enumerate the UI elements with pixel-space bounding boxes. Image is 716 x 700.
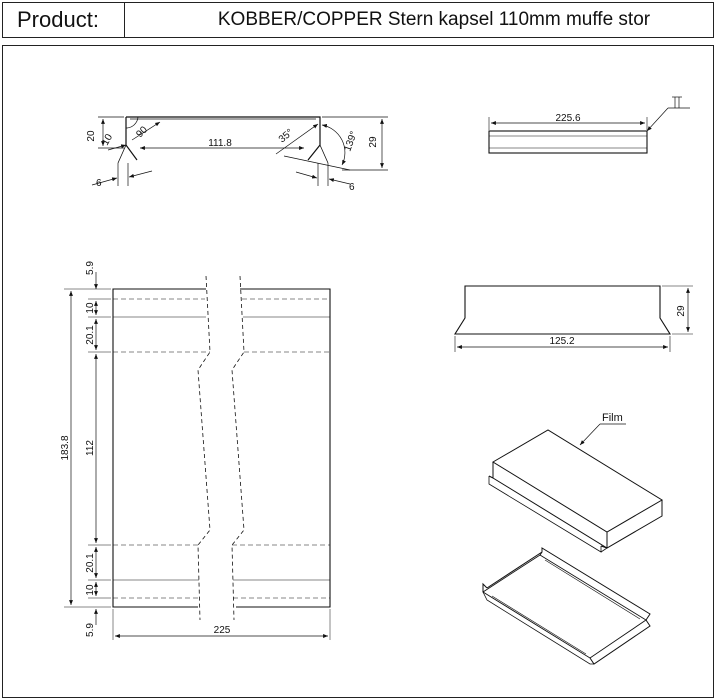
header-bar: Product: KOBBER/COPPER Stern kapsel 110m… [2,2,714,38]
product-label: Product: [3,3,125,37]
dim-flat-middle: 112 [85,440,96,456]
dim-flat-band4: 10 [85,584,96,596]
side-view [454,285,693,352]
dim-flat-width: 225 [214,625,231,636]
dim-profile-flange: 10 [100,132,115,148]
dim-flat-band3: 20.1 [85,553,96,573]
dim-top-length: 225.6 [555,113,580,124]
dim-gap-right: 6 [349,182,355,193]
dim-angle-139: 139° [342,130,359,153]
dim-angle-90: 90 [134,124,150,140]
iso-view-tray [482,547,651,665]
drawing-frame [2,45,714,698]
dim-profile-right-height: 29 [368,136,379,148]
top-view [488,96,690,154]
dim-side-height: 29 [676,305,687,317]
dim-side-width: 125.2 [549,336,574,347]
dim-flat-top: 5.9 [85,261,96,275]
iso-view-film [488,423,663,553]
profile-view [91,116,388,186]
dim-flat-band2: 20.1 [85,325,96,345]
dim-profile-width: 111.8 [208,138,232,149]
dim-profile-left-height: 20 [86,130,97,142]
dim-angle-35: 35° [277,127,296,145]
product-title: KOBBER/COPPER Stern kapsel 110mm muffe s… [217,9,651,30]
dim-flat-total: 183.8 [60,435,71,460]
flat-pattern [64,272,331,640]
dim-gap-left: 6 [96,178,102,189]
film-label: Film [602,412,623,424]
dim-flat-bottom: 5.9 [85,623,96,637]
dim-flat-band1: 10 [85,302,96,314]
